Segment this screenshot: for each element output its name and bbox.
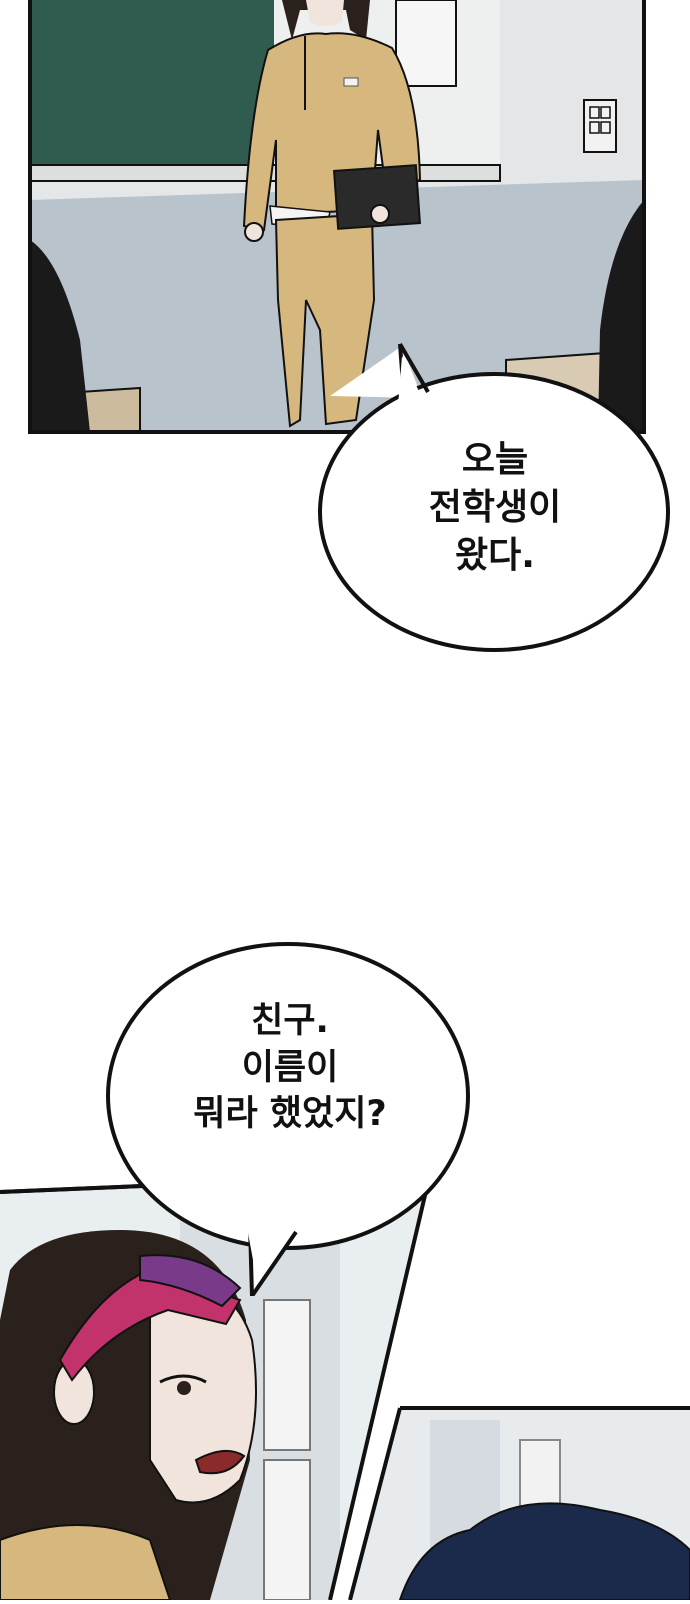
speech-line: 전학생이 bbox=[428, 486, 562, 528]
light-switch bbox=[583, 99, 617, 153]
speech-line: 이름이 bbox=[241, 1047, 339, 1088]
locker-door bbox=[263, 1299, 311, 1451]
speech-bubble-shape bbox=[106, 942, 470, 1296]
speech-bubble-2: 친구. 이름이 뭐라 했었지? bbox=[100, 936, 480, 1296]
folder bbox=[333, 164, 421, 230]
speech-line: 왔다. bbox=[455, 534, 535, 576]
panel-classroom bbox=[0, 0, 690, 440]
panel-boy bbox=[0, 1400, 690, 1601]
classroom-illustration bbox=[28, 0, 646, 434]
student-silhouette-right bbox=[598, 200, 644, 432]
boy-hair bbox=[398, 1502, 690, 1600]
student-silhouette-left bbox=[30, 240, 90, 432]
boy-illustration bbox=[348, 1406, 690, 1601]
speech-line: 오늘 bbox=[461, 439, 529, 480]
speech-bubble-1: 오늘 전학생이 왔다. bbox=[310, 336, 680, 662]
chalkboard bbox=[30, 0, 274, 165]
speech-line: 뭐라 했었지? bbox=[193, 1094, 387, 1135]
panel-girl bbox=[0, 1160, 690, 1601]
speech-line: 친구. bbox=[251, 1001, 329, 1041]
wall-poster bbox=[395, 0, 457, 87]
speech-bubble-1-text: 오늘 전학생이 왔다. bbox=[370, 436, 620, 580]
teacher-figure bbox=[242, 0, 422, 428]
speech-bubble-shape bbox=[318, 342, 670, 652]
girl-illustration bbox=[0, 1172, 432, 1601]
sunglasses bbox=[58, 1268, 242, 1382]
speech-bubble-2-text: 친구. 이름이 뭐라 했었지? bbox=[140, 998, 440, 1138]
